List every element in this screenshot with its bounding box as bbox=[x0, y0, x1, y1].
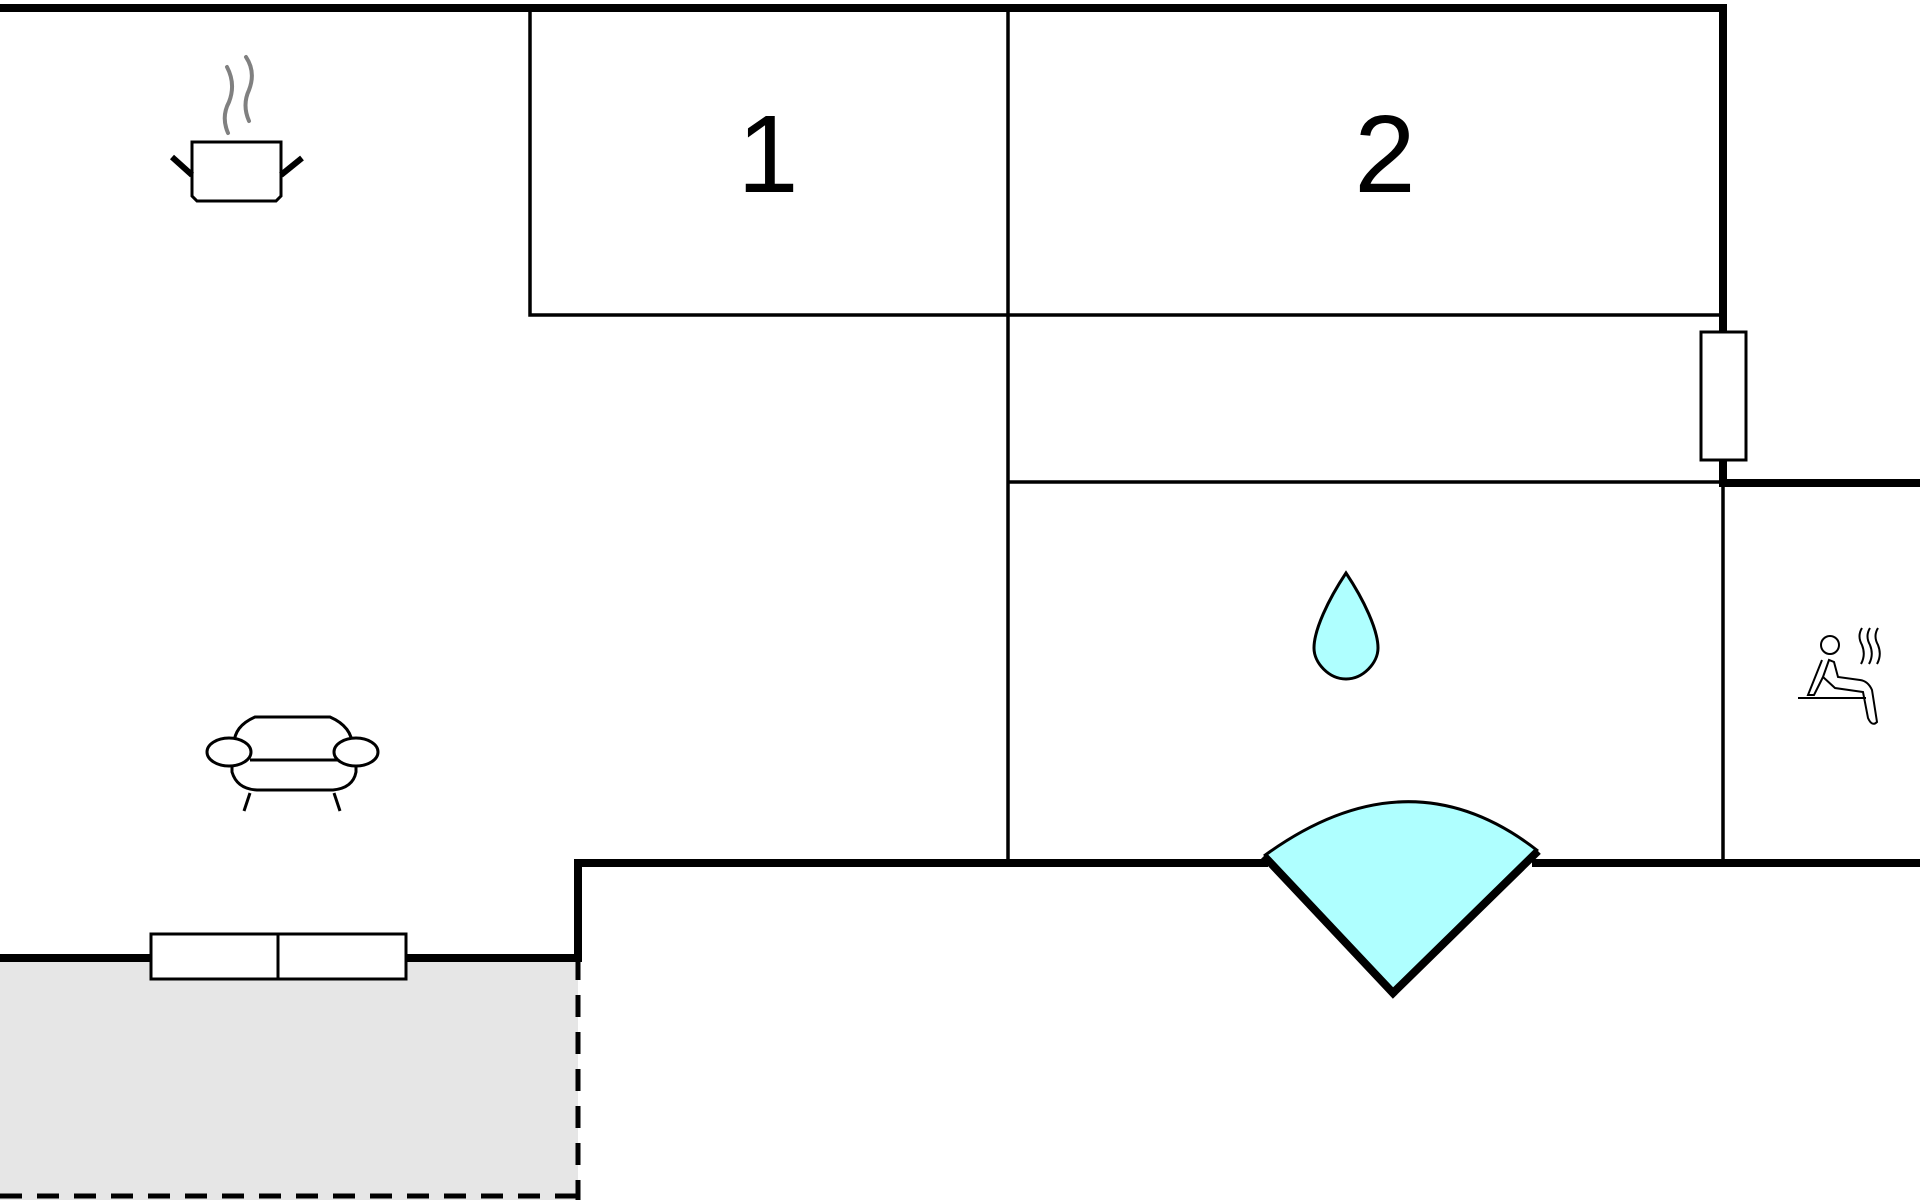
interior-walls bbox=[528, 8, 1725, 863]
cooking-pot-icon bbox=[169, 55, 304, 203]
sofa-icon bbox=[205, 715, 380, 812]
terrace bbox=[0, 958, 581, 1200]
sauna-icon bbox=[1798, 627, 1881, 725]
room-number-1: 1 bbox=[737, 93, 798, 216]
window-hallway bbox=[1699, 330, 1748, 462]
window-living-room bbox=[149, 932, 408, 981]
entrance-fixture bbox=[1261, 800, 1541, 999]
water-drop-icon bbox=[1312, 570, 1380, 681]
room-number-2: 2 bbox=[1354, 93, 1415, 216]
